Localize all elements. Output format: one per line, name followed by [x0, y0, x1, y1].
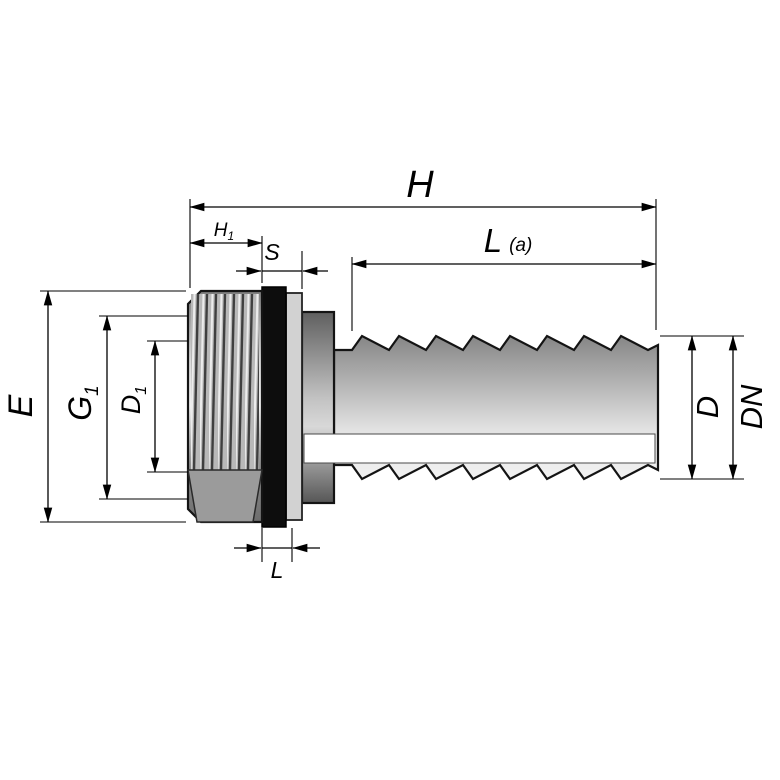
dim-label-d1-sub: 1 — [133, 386, 150, 395]
dim-label-d1-main: D — [116, 395, 146, 415]
nut-hex-chamfer — [187, 469, 263, 523]
collar — [300, 310, 336, 505]
dim-label-g1: G1 — [62, 385, 103, 420]
dim-label-h1-sub: 1 — [228, 229, 235, 243]
dim-label-g1-main: G — [62, 396, 98, 421]
thread-pattern — [191, 294, 259, 470]
dim-label-h: H — [406, 164, 434, 206]
dim-label-dn: DN — [734, 384, 769, 429]
dim-label-la: L (a) — [484, 222, 533, 259]
bore-band — [303, 433, 656, 464]
dim-label-h1-main: H — [214, 220, 228, 241]
dim-label-la-paren: (a) — [509, 235, 532, 256]
fitting-body — [186, 286, 660, 528]
dim-label-d1: D1 — [116, 386, 150, 414]
dim-label-d: D — [690, 396, 725, 418]
seal-ring — [261, 286, 287, 528]
dim-label-h1: H1 — [214, 220, 234, 243]
dim-label-e: E — [2, 394, 40, 417]
dim-label-s: S — [264, 239, 280, 265]
dim-label-l: L — [271, 557, 284, 583]
dim-label-la-main: L — [484, 222, 502, 259]
dim-label-g1-sub: 1 — [82, 385, 103, 396]
washer — [285, 292, 303, 521]
dimensions: H H1 S L(a) E G1 D1 D DN L — [2, 164, 769, 583]
